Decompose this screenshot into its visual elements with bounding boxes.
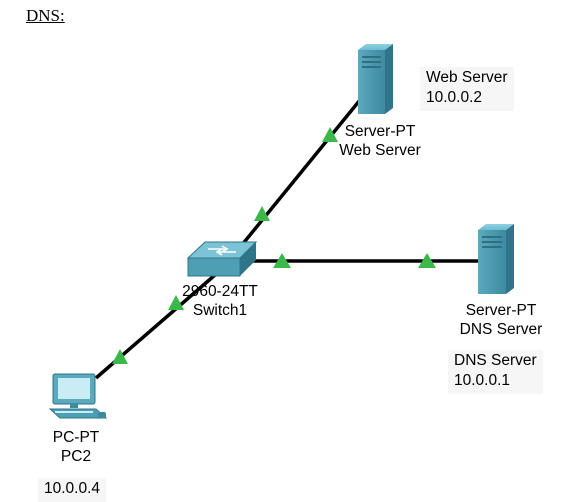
link-status-pc-end: [112, 349, 128, 364]
pc-note[interactable]: 10.0.0.4: [38, 478, 107, 502]
dns-server-note-ip: 10.0.0.1: [454, 372, 511, 389]
pc-name: PC2: [60, 448, 92, 465]
pc-icon[interactable]: [48, 373, 108, 419]
web-server-name: Web Server: [339, 142, 421, 159]
dns-server-model: Server-PT: [465, 302, 537, 319]
web-server-note[interactable]: Web Server 10.0.0.2: [420, 67, 514, 111]
web-server-model: Server-PT: [344, 123, 416, 140]
page-heading: DNS:: [26, 6, 65, 25]
link-status-web-switch-end: [254, 206, 270, 221]
dns-server-name: DNS Server: [459, 321, 543, 338]
switch-model: 2960-24TT: [182, 283, 258, 300]
link-status-web-server-end: [322, 127, 338, 142]
link-status-dns-server-end: [418, 253, 436, 268]
switch-name: Switch1: [192, 302, 248, 319]
web-server-note-ip: 10.0.0.2: [426, 89, 483, 106]
dns-server-note[interactable]: DNS Server 10.0.0.1: [448, 350, 543, 394]
pc-label: PC-PT PC2: [40, 428, 112, 466]
web-server-icon[interactable]: [358, 44, 393, 114]
pc-note-ip: 10.0.0.4: [44, 480, 101, 497]
pc-model: PC-PT: [52, 429, 100, 446]
switch-label: 2960-24TT Switch1: [172, 282, 268, 320]
web-server-label: Server-PT Web Server: [330, 122, 430, 160]
switch-icon[interactable]: [186, 241, 258, 277]
web-server-note-title: Web Server: [426, 69, 508, 86]
link-switch-web[interactable]: [226, 98, 362, 264]
dns-server-icon[interactable]: [478, 224, 514, 294]
dns-server-note-title: DNS Server: [454, 352, 537, 369]
dns-server-label: Server-PT DNS Server: [446, 301, 556, 339]
link-status-pc-switch-end: [168, 295, 184, 310]
link-status-dns-switch-end: [273, 253, 291, 268]
